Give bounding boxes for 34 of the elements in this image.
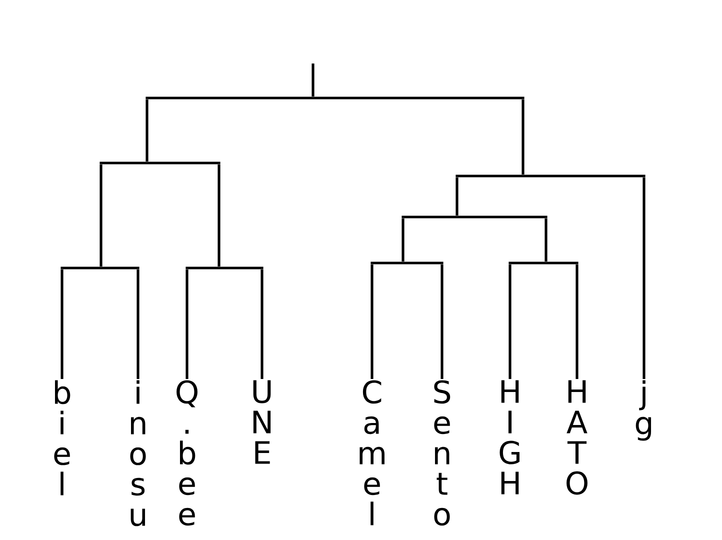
tree-line <box>456 178 458 216</box>
branch-bar <box>146 96 524 100</box>
tree-line <box>60 270 64 379</box>
tree-line <box>136 270 140 379</box>
leaf-label: biel <box>54 380 70 496</box>
leaf-label: Q.bee <box>176 380 198 526</box>
tree-line <box>370 264 374 379</box>
tree-line <box>100 164 102 266</box>
tree-line <box>642 178 646 379</box>
branch-bar <box>100 162 220 164</box>
tree-line <box>440 264 444 379</box>
leaf-label: HIGH <box>500 380 520 494</box>
tree-line <box>260 270 264 379</box>
branch-bar <box>508 262 578 264</box>
tree-line <box>218 164 220 266</box>
branch-bar <box>402 216 548 218</box>
leaf-label: jg <box>636 380 652 441</box>
tree-line <box>402 218 404 262</box>
tree-line <box>522 100 524 174</box>
tree-line <box>146 100 148 162</box>
leaf-label: HATO <box>566 380 588 495</box>
branch-bar <box>60 266 140 270</box>
branch-bar <box>186 266 264 270</box>
leaf-label: Camel <box>360 380 384 526</box>
leaf-label: UNE <box>253 380 271 464</box>
branch-bar <box>370 262 444 264</box>
branch-bar <box>456 174 646 178</box>
tree-line <box>576 264 578 379</box>
tree-line <box>508 264 512 379</box>
tree-line <box>312 64 314 96</box>
tree-line <box>186 270 188 379</box>
leaf-label: Sento <box>434 380 450 526</box>
tree-line <box>544 218 548 262</box>
leaf-label: inosu <box>130 380 146 526</box>
